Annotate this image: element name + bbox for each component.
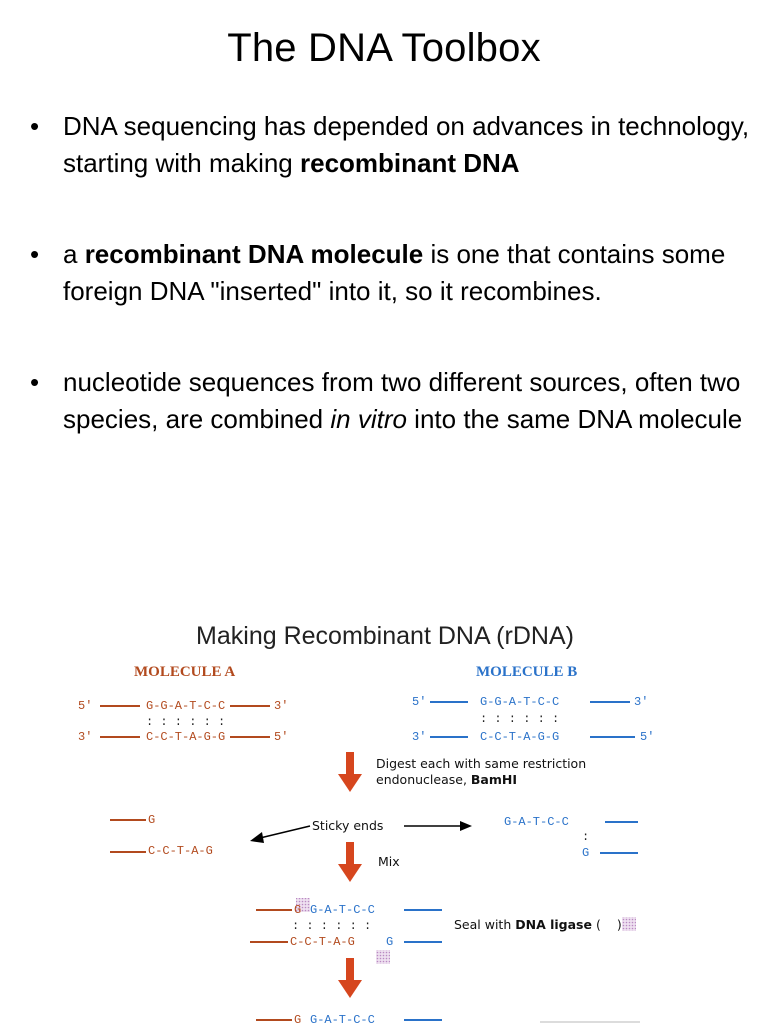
bullet-text-part: a <box>63 239 85 269</box>
molecule-a-bonds: : : : : : : <box>146 715 226 729</box>
bullet-text: DNA sequencing has depended on advances … <box>63 108 750 182</box>
bullet-bold-term: recombinant DNA molecule <box>84 239 424 269</box>
molecule-a-label: MOLECULE A <box>134 664 236 680</box>
bullet-marker: • <box>30 367 40 397</box>
ligase-note-text: ) <box>616 917 622 932</box>
molecule-b-3prime-bottom: 3' <box>412 730 427 744</box>
ligase-note-text: ( <box>591 917 601 932</box>
down-arrow <box>346 958 354 982</box>
mix-note: Mix <box>378 854 400 869</box>
molecule-b-bottom-strand: C-C-T-A-G-G <box>480 730 560 744</box>
molecule-b-5prime-top: 5' <box>412 695 427 709</box>
digest-note-line2: endonuclease, <box>376 772 471 787</box>
bullet-marker: • <box>30 111 40 141</box>
molecule-a-bottom-strand: C-C-T-A-G-G <box>146 730 226 744</box>
right-arrow-icon <box>460 821 472 831</box>
molecule-a-5prime-top: 5' <box>78 699 93 713</box>
rdna-diagram: Making Recombinant DNA (rDNA) MOLECULE A… <box>70 612 700 1027</box>
bullet-bold-term: recombinant DNA <box>299 148 520 178</box>
down-arrow-head <box>338 980 362 998</box>
bullet-text-part: nucleotide sequences from two different … <box>63 367 741 434</box>
bullet-marker: • <box>30 239 40 269</box>
molecule-a-5prime-bottom: 5' <box>274 730 289 744</box>
bullet-text-part: into the same DNA molecule <box>406 404 743 434</box>
sticky-a-bottom: C-C-T-A-G <box>148 844 213 858</box>
enzyme-name: BamHI <box>470 772 517 787</box>
sticky-b-top: G-A-T-C-C <box>504 815 569 829</box>
mixed-bonds: : : : : : : <box>292 919 372 933</box>
bullet-item: • DNA sequencing has depended on advance… <box>30 108 750 182</box>
mixed-top-blue: G-A-T-C-C <box>310 903 375 917</box>
molecule-b-top-strand: G-G-A-T-C-C <box>480 695 560 709</box>
molecule-b-bonds: : : : : : : <box>480 712 560 726</box>
digest-note-line1: Digest each with same restriction <box>376 756 587 771</box>
ligase-note-text: Seal with <box>454 917 516 932</box>
molecule-a-3prime-bottom: 3' <box>78 730 93 744</box>
bullet-italic-term: in vitro <box>330 404 407 434</box>
ligase-note: Seal with DNA ligase () <box>454 917 622 933</box>
molecule-b-3prime-top: 3' <box>634 695 649 709</box>
molecule-a-3prime-top: 3' <box>274 699 289 713</box>
diagram-title: Making Recombinant DNA (rDNA) <box>196 622 574 650</box>
bullet-text: a recombinant DNA molecule is one that c… <box>63 236 750 310</box>
slide-title: The DNA Toolbox <box>227 26 541 70</box>
down-arrow-head <box>338 864 362 882</box>
sticky-ends-label: Sticky ends <box>312 818 384 833</box>
enzyme-name: DNA ligase <box>515 917 592 932</box>
sticky-b-bond: : <box>582 830 590 844</box>
sticky-b-bottom: G <box>582 846 590 860</box>
bullet-item: • a recombinant DNA molecule is one that… <box>30 236 750 310</box>
bullet-text-part: DNA sequencing has depended on advances … <box>63 111 750 178</box>
bullet-item: • nucleotide sequences from two differen… <box>30 364 750 438</box>
diagram-lines <box>100 701 640 1023</box>
down-arrow <box>346 842 354 866</box>
sticky-a-top: G <box>148 813 156 827</box>
molecule-a-top-strand: G-G-A-T-C-C <box>146 699 226 713</box>
arrow-line <box>259 825 311 839</box>
bullet-text: nucleotide sequences from two different … <box>63 364 750 438</box>
molecule-b-5prime-bottom: 5' <box>640 730 655 744</box>
final-top-blue: G-A-T-C-C <box>310 1013 375 1027</box>
bullet-text-part: is one that contains some foreign DNA "i… <box>63 239 726 306</box>
down-arrow-head <box>338 774 362 792</box>
mixed-bottom-blue: G <box>386 935 394 949</box>
ligase-icon <box>622 917 636 931</box>
ligase-gap-marker <box>376 950 390 964</box>
digest-note: Digest each with same restriction endonu… <box>376 756 586 788</box>
molecule-b-label: MOLECULE B <box>476 664 578 680</box>
ligase-gap-marker <box>296 898 310 912</box>
mixed-top-orange: G <box>294 903 302 917</box>
final-top-orange: G <box>294 1013 302 1027</box>
mixed-bottom-orange: C-C-T-A-G <box>290 935 355 949</box>
down-arrow <box>346 752 354 776</box>
left-arrow-icon <box>250 832 264 843</box>
